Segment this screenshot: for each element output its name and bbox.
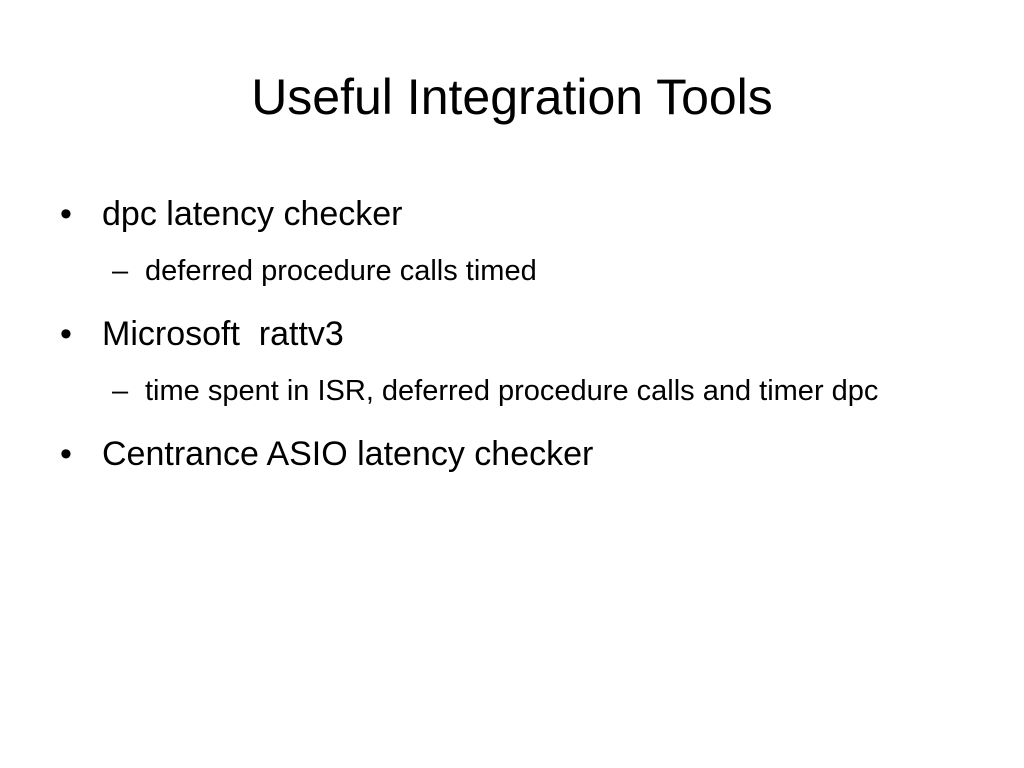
bullet-marker: • xyxy=(60,435,72,473)
bullet-item: • Centrance ASIO latency checker xyxy=(60,428,960,480)
sub-bullet-item: – deferred procedure calls timed xyxy=(60,248,960,294)
bullet-item: • Microsoft rattv3 xyxy=(60,308,960,360)
bullet-marker: • xyxy=(60,315,72,353)
sub-bullet-list: – deferred procedure calls timed xyxy=(60,248,960,294)
sub-bullet-marker: – xyxy=(112,375,129,407)
bullet-text: Microsoft rattv3 xyxy=(102,315,344,353)
sub-bullet-list: – time spent in ISR, deferred procedure … xyxy=(60,368,960,414)
slide-title: Useful Integration Tools xyxy=(251,69,773,125)
sub-bullet-item: – time spent in ISR, deferred procedure … xyxy=(60,368,960,414)
bullet-marker: • xyxy=(60,195,72,233)
sub-bullet-marker: – xyxy=(112,255,129,287)
bullet-item: • dpc latency checker xyxy=(60,188,960,240)
sub-bullet-text: deferred procedure calls timed xyxy=(145,255,537,287)
bullet-text: dpc latency checker xyxy=(102,195,403,233)
bullet-list: • dpc latency checker – deferred procedu… xyxy=(60,188,960,488)
bullet-text: Centrance ASIO latency checker xyxy=(102,435,594,473)
sub-bullet-text: time spent in ISR, deferred procedure ca… xyxy=(145,375,879,407)
